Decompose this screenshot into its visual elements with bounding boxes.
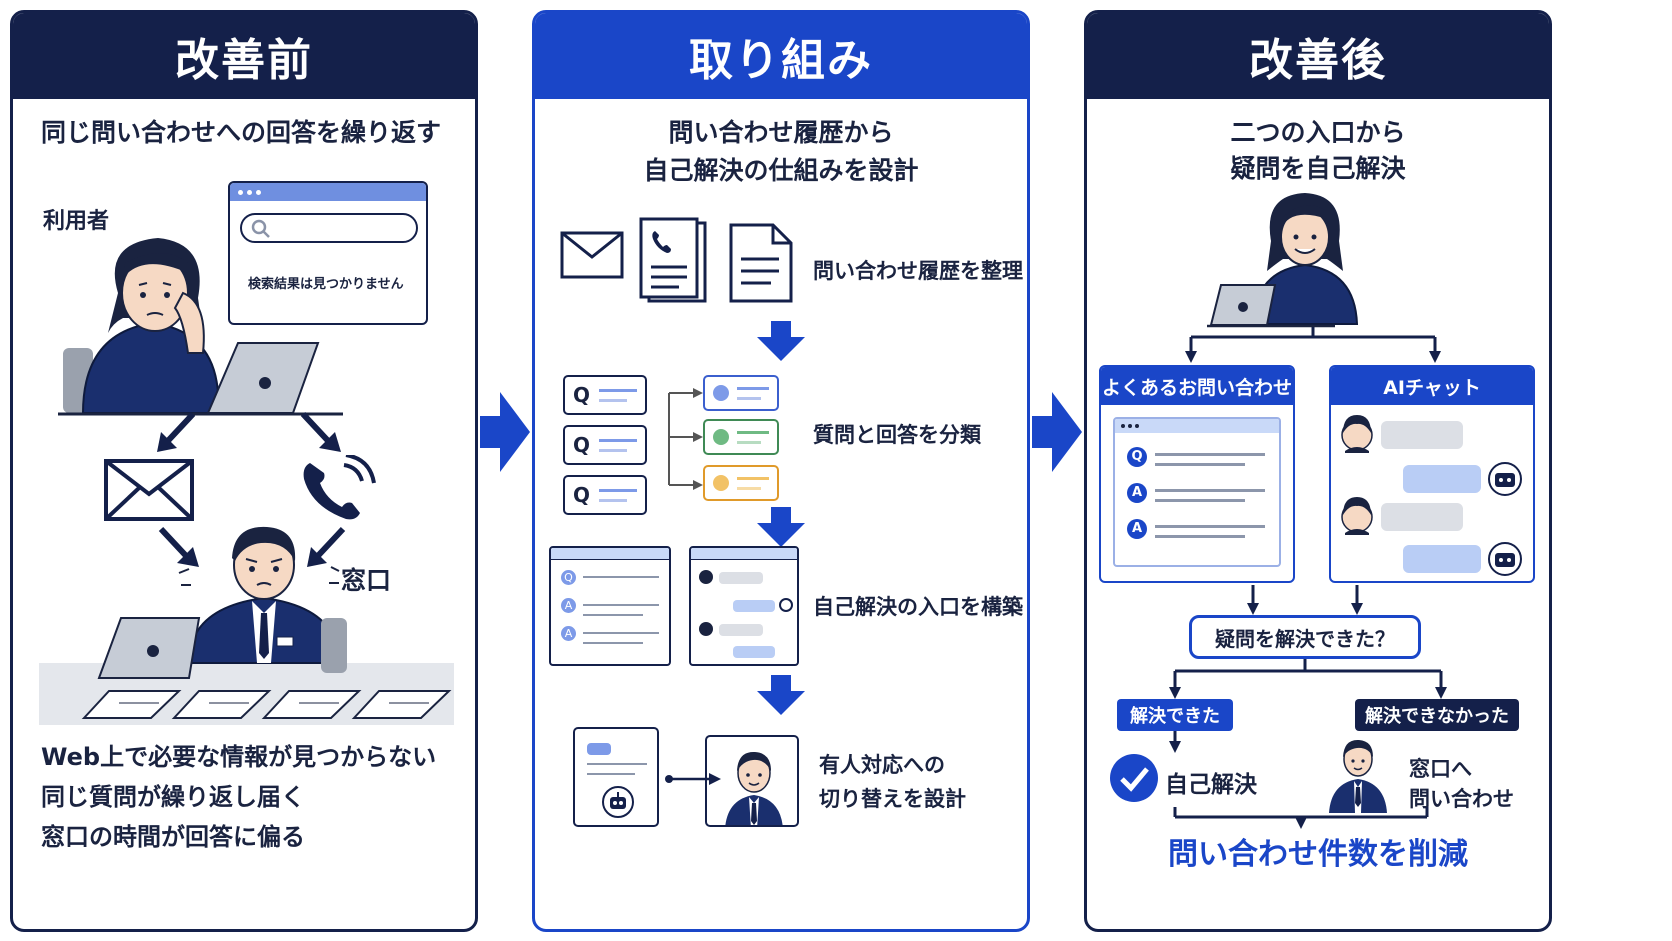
step-3-label: 自己解決の入口を構築 bbox=[813, 595, 1023, 619]
after-subtitle-2: 疑問を自己解決 bbox=[1230, 154, 1406, 183]
arrow-before-to-action bbox=[480, 392, 530, 472]
busy-staff-illustration bbox=[39, 526, 454, 725]
category-card-orange bbox=[703, 465, 779, 501]
search-window: 検索結果は見つかりません bbox=[228, 181, 428, 325]
action-subtitle-1: 問い合わせ履歴から bbox=[668, 118, 894, 147]
step-2-label: 質問と回答を分類 bbox=[813, 423, 981, 447]
q-card: Q bbox=[563, 475, 647, 515]
worried-user-illustration bbox=[58, 238, 343, 416]
operator-card bbox=[705, 735, 799, 827]
faq-card-title: よくあるお問い合わせ bbox=[1101, 367, 1293, 405]
chat-conversation bbox=[1341, 415, 1522, 576]
ai-chat-card-title: AIチャット bbox=[1331, 367, 1533, 405]
arrow-mail-to-staff bbox=[158, 526, 199, 567]
bot-card bbox=[573, 727, 659, 827]
classification-bracket bbox=[668, 388, 703, 490]
split-arrows bbox=[1185, 327, 1441, 363]
step-down-arrow-2 bbox=[757, 507, 805, 547]
step-down-arrow-1 bbox=[757, 321, 805, 361]
step-4-label-1: 有人対応への bbox=[819, 753, 945, 777]
faq-window-mini: Q A A bbox=[549, 546, 671, 666]
phone-icon bbox=[303, 455, 376, 520]
step-1-label: 問い合わせ履歴を整理 bbox=[813, 259, 1023, 283]
search-input[interactable] bbox=[240, 213, 418, 243]
search-result-text: 検索結果は見つかりません bbox=[248, 277, 404, 292]
before-bullet-2: 同じ質問が繰り返し届く bbox=[41, 783, 305, 811]
faq-window: Q A A bbox=[1113, 417, 1281, 567]
phone-memo-icon bbox=[639, 217, 707, 303]
category-card-blue bbox=[703, 375, 779, 411]
yes-badge: 解決できた bbox=[1117, 699, 1233, 731]
before-bullet-1: Web上で必要な情報が見つからない bbox=[41, 743, 437, 771]
result-merge-arrows bbox=[1173, 807, 1429, 829]
result-text: 問い合わせ件数を削減 bbox=[1168, 837, 1468, 872]
before-subtitle: 同じ問い合わせへの回答を繰り返す bbox=[41, 118, 442, 147]
no-badge: 解決できなかった bbox=[1355, 699, 1519, 731]
document-icon bbox=[729, 223, 793, 303]
action-subtitle-2: 自己解決の仕組みを設計 bbox=[643, 156, 919, 185]
after-panel: 改善後 二つの入口から 疑問を自己解決 よくあるお問い合わせ Q bbox=[1084, 10, 1552, 932]
arrow-to-mail bbox=[157, 411, 196, 452]
happy-user-illustration bbox=[1207, 193, 1359, 328]
desk-staff-icon bbox=[1329, 739, 1387, 813]
chat-window-mini bbox=[689, 546, 799, 666]
handoff-arrow bbox=[665, 773, 721, 785]
self-solve-label: 自己解決 bbox=[1165, 772, 1257, 798]
robot-icon bbox=[602, 786, 634, 818]
arrow-action-to-after bbox=[1032, 392, 1082, 472]
mail-icon bbox=[104, 459, 194, 521]
question-box: 疑問を解決できた？ bbox=[1189, 615, 1421, 659]
operator-illustration bbox=[725, 751, 783, 825]
search-icon bbox=[251, 219, 270, 238]
step-4-label-2: 切り替えを設計 bbox=[819, 787, 966, 811]
before-title: 改善前 bbox=[13, 13, 475, 99]
yes-down-arrow bbox=[1169, 731, 1181, 753]
branch-arrows bbox=[1169, 659, 1447, 699]
mail-icon bbox=[560, 231, 624, 279]
action-title: 取り組み bbox=[535, 13, 1027, 99]
check-icon bbox=[1110, 754, 1158, 802]
action-panel: 取り組み 問い合わせ履歴から 自己解決の仕組みを設計 問い合わせ履歴を整理 Q … bbox=[532, 10, 1030, 932]
contact-label-1: 窓口へ bbox=[1409, 757, 1472, 781]
arrow-phone-to-staff bbox=[307, 526, 346, 567]
after-subtitle-1: 二つの入口から bbox=[1230, 118, 1406, 147]
step-down-arrow-3 bbox=[757, 675, 805, 715]
window-titlebar bbox=[230, 183, 426, 201]
after-title: 改善後 bbox=[1087, 13, 1549, 99]
before-panel: 改善前 同じ問い合わせへの回答を繰り返す 利用者 検索結果は見つかりません bbox=[10, 10, 478, 932]
desk-label: 窓口 bbox=[341, 566, 392, 595]
faq-card[interactable]: よくあるお問い合わせ Q A A bbox=[1099, 365, 1295, 583]
ai-chat-card[interactable]: AIチャット bbox=[1329, 365, 1535, 583]
q-card: Q bbox=[563, 425, 647, 465]
category-card-green bbox=[703, 419, 779, 455]
merge-arrows bbox=[1247, 585, 1363, 615]
arrow-to-phone bbox=[300, 411, 341, 452]
q-card: Q bbox=[563, 375, 647, 415]
before-bullet-3: 窓口の時間が回答に偏る bbox=[41, 823, 305, 851]
user-label: 利用者 bbox=[43, 209, 110, 234]
